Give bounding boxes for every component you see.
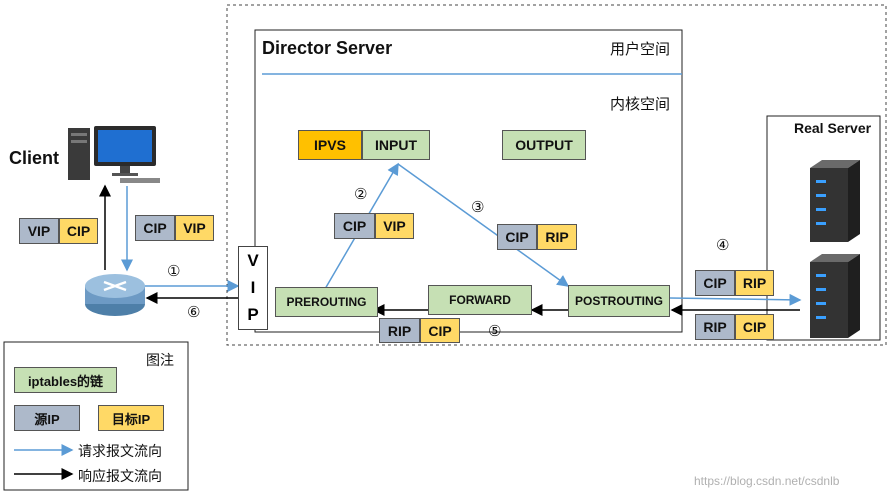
input-to-postrouting-arrow (397, 163, 570, 287)
vip-letter-v: V (247, 250, 259, 270)
ipvs-box: IPVS (298, 130, 362, 160)
legend-dest-swatch: 目标IP (98, 405, 164, 431)
legend-source-swatch: 源IP (14, 405, 80, 431)
legend-request-label: 请求报文流向 (78, 443, 162, 459)
step-5-marker: ⑤ (488, 322, 502, 340)
step4-response-dst: CIP (735, 314, 774, 340)
postrouting-to-real-server-arrow (669, 293, 802, 306)
step-1-marker: ① (167, 262, 181, 280)
client-label: Client (9, 148, 60, 168)
step4-request-dst: RIP (735, 270, 774, 296)
step4-response-src: RIP (695, 314, 735, 340)
client-request-src: CIP (135, 215, 175, 241)
step2-dst: VIP (375, 213, 414, 239)
input-chain: INPUT (362, 130, 430, 160)
director-dashed-boundary (226, 4, 887, 346)
client-computer-icon (68, 126, 160, 183)
director-box (254, 29, 683, 333)
step3-src: CIP (497, 224, 537, 250)
step5-dst: CIP (420, 318, 460, 343)
watermark: https://blog.csdn.net/csdnlb (694, 474, 840, 488)
step4-request-src: CIP (695, 270, 735, 296)
postrouting-chain: POSTROUTING (568, 285, 670, 317)
legend-box (3, 341, 189, 491)
legend-response-label: 响应报文流向 (78, 468, 162, 484)
client-request-dst: VIP (175, 215, 214, 241)
legend-title: 图注 (146, 352, 174, 368)
real-server-title: Real Server (794, 120, 872, 136)
kernel-space-label: 内核空间 (610, 96, 671, 113)
router-icon (85, 274, 145, 316)
vip-letter-i: I (250, 277, 256, 297)
step2-src: CIP (334, 213, 375, 239)
vip-interface: V I P (238, 246, 268, 330)
legend-chain-swatch: iptables的链 (14, 367, 117, 393)
step5-src: RIP (379, 318, 420, 343)
forward-chain: FORWARD (428, 285, 532, 315)
user-space-label: 用户空间 (610, 41, 671, 58)
step-4-marker: ④ (716, 236, 730, 254)
step-2-marker: ② (354, 185, 368, 203)
client-response-src: VIP (19, 218, 59, 244)
real-server-icon-bottom (810, 254, 860, 338)
real-server-icon-top (810, 160, 860, 242)
step-3-marker: ③ (471, 198, 485, 216)
step-6-marker: ⑥ (187, 303, 201, 321)
real-server-box (766, 115, 881, 341)
client-response-dst: CIP (59, 218, 98, 244)
director-server-title: Director Server (262, 38, 393, 58)
step3-dst: RIP (537, 224, 577, 250)
vip-letter-p: P (247, 305, 259, 325)
output-chain: OUTPUT (502, 130, 586, 160)
prerouting-chain: PREROUTING (275, 287, 378, 317)
